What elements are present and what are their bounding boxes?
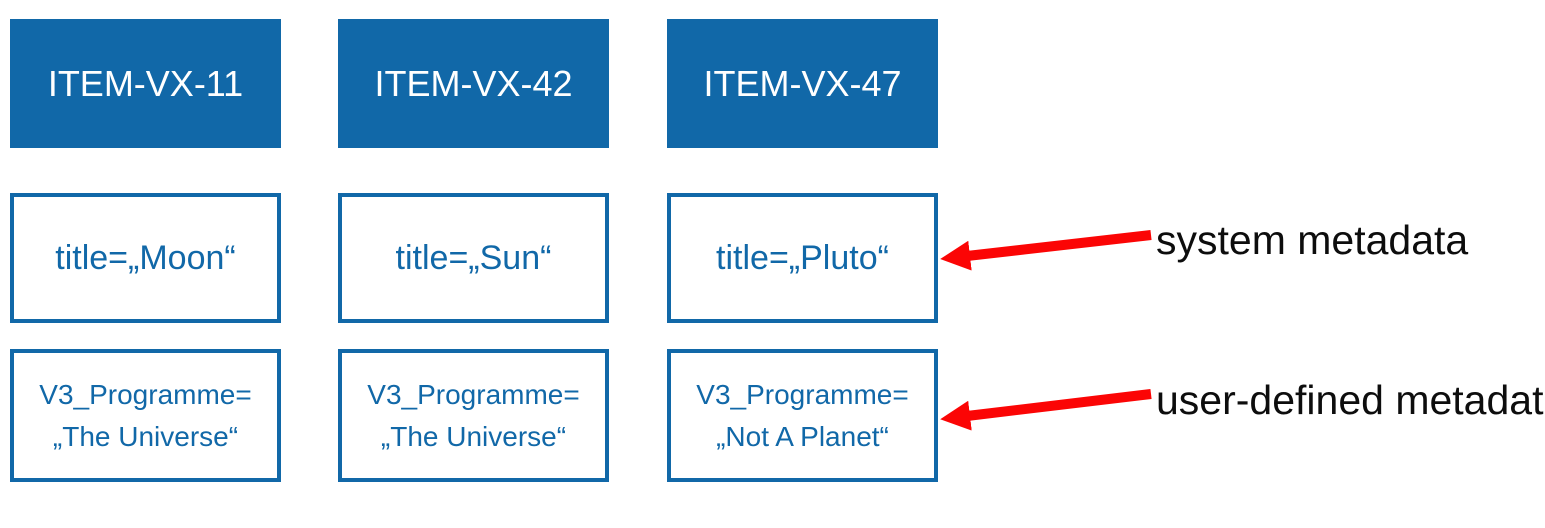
item-column-2: ITEM-VX-42 title=„Sun“ V3_Programme= „Th…: [338, 0, 609, 528]
item-column-3: ITEM-VX-47 title=„Pluto“ V3_Programme= „…: [667, 0, 938, 528]
user-metadata-key: V3_Programme=: [367, 378, 580, 410]
user-metadata-box: V3_Programme= „The Universe“: [10, 349, 281, 482]
arrow-system-metadata: [940, 230, 1152, 271]
item-column-1: ITEM-VX-11 title=„Moon“ V3_Programme= „T…: [10, 0, 281, 528]
user-metadata-box: V3_Programme= „The Universe“: [338, 349, 609, 482]
annotation-user-defined-metadata: user-defined metadata: [1156, 377, 1545, 423]
user-metadata-value: „Not A Planet“: [716, 420, 889, 452]
system-metadata-value: title=„Pluto“: [716, 238, 889, 277]
system-metadata-box: title=„Moon“: [10, 193, 281, 323]
item-id-box: ITEM-VX-11: [10, 19, 281, 148]
item-id-box: ITEM-VX-42: [338, 19, 609, 148]
system-metadata-box: title=„Sun“: [338, 193, 609, 323]
arrow-user-defined-metadata: [940, 389, 1152, 431]
system-metadata-value: title=„Sun“: [395, 238, 552, 277]
system-metadata-value: title=„Moon“: [55, 238, 236, 277]
user-metadata-value: „The Universe“: [52, 420, 239, 452]
item-id-label: ITEM-VX-11: [47, 62, 244, 104]
user-metadata-key: V3_Programme=: [696, 378, 909, 410]
system-metadata-box: title=„Pluto“: [667, 193, 938, 323]
user-metadata-value: „The Universe“: [380, 420, 567, 452]
item-id-label: ITEM-VX-42: [374, 62, 573, 104]
item-id-box: ITEM-VX-47: [667, 19, 938, 148]
item-id-label: ITEM-VX-47: [703, 62, 902, 104]
user-metadata-key: V3_Programme=: [39, 378, 252, 410]
user-metadata-box: V3_Programme= „Not A Planet“: [667, 349, 938, 482]
annotation-system-metadata: system metadata: [1156, 217, 1469, 263]
